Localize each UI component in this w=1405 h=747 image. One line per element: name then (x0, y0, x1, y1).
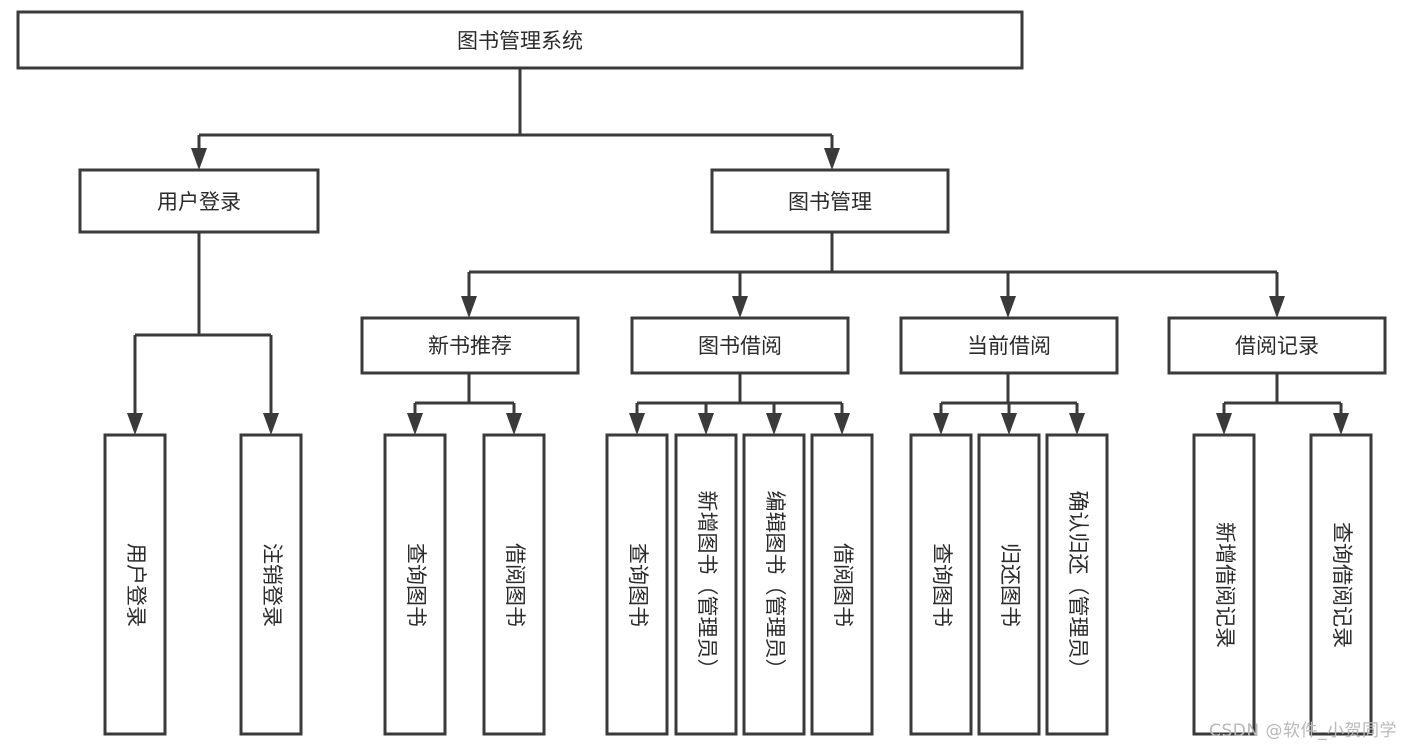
node-leaf-borrow-book-2-box[interactable] (810, 433, 874, 736)
node-leaf-query-book-2-label: 查询图书 (626, 543, 650, 627)
node-root-box[interactable] (16, 10, 1024, 70)
connector-userlogin-to-leaves (127, 232, 279, 435)
node-leaf-borrow-book-2[interactable]: 借阅图书 (810, 433, 874, 736)
node-borrow-record-label: 借阅记录 (1235, 334, 1319, 358)
node-leaf-edit-book-label: 编辑图书（管理员） (763, 491, 787, 680)
node-user-login-box[interactable] (78, 168, 320, 234)
node-current-borrow-label: 当前借阅 (967, 334, 1051, 358)
node-leaf-confirm-return-label: 确认归还（管理员） (1066, 491, 1090, 680)
node-leaf-add-book[interactable]: 新增图书（管理员） (674, 433, 738, 736)
node-leaf-return-book[interactable]: 归还图书 (977, 433, 1041, 736)
arrow-head-icon (1269, 296, 1285, 318)
node-new-book-rec-box[interactable] (360, 316, 580, 375)
arrow-head-icon (1000, 296, 1016, 318)
node-leaf-query-book-1-label: 查询图书 (404, 543, 428, 627)
arrow-head-icon (407, 413, 423, 435)
arrow-head-icon (732, 296, 748, 318)
node-leaf-borrow-book-1-label: 借阅图书 (503, 543, 527, 627)
arrow-head-icon (506, 413, 522, 435)
node-leaf-user-login-label: 用户登录 (124, 543, 148, 627)
node-leaf-confirm-return[interactable]: 确认归还（管理员） (1045, 433, 1109, 736)
node-book-borrow-label: 图书借阅 (698, 334, 782, 358)
node-leaf-return-book-label: 归还图书 (998, 543, 1022, 627)
node-book-manage-box[interactable] (710, 168, 950, 234)
arrow-head-icon (461, 296, 477, 318)
node-leaf-user-logout[interactable]: 注销登录 (239, 433, 303, 736)
node-leaf-query-record-label: 查询借阅记录 (1330, 522, 1354, 648)
node-current-borrow-box[interactable] (899, 316, 1119, 375)
arrow-head-icon (629, 413, 645, 435)
node-user-login-label: 用户登录 (157, 190, 241, 214)
node-book-manage-label: 图书管理 (788, 190, 872, 214)
arrow-head-icon (1001, 413, 1017, 435)
node-leaf-edit-book-box[interactable] (742, 433, 806, 736)
node-new-book-rec[interactable]: 新书推荐 (360, 316, 580, 375)
node-leaf-query-book-2-box[interactable] (605, 433, 669, 736)
arrow-head-icon (127, 413, 143, 435)
connector-bookmanage-to-level3 (461, 232, 1285, 318)
node-leaf-borrow-book-2-label: 借阅图书 (831, 543, 855, 627)
arrow-head-icon (1069, 413, 1085, 435)
node-leaf-user-logout-box[interactable] (239, 433, 303, 736)
node-leaf-query-record[interactable]: 查询借阅记录 (1309, 433, 1373, 736)
node-leaf-add-record-box[interactable] (1192, 433, 1256, 736)
node-user-login[interactable]: 用户登录 (78, 168, 320, 234)
arrow-head-icon (1333, 413, 1349, 435)
node-leaf-query-book-3-label: 查询图书 (930, 543, 954, 627)
arrow-head-icon (834, 413, 850, 435)
arrow-head-icon (1216, 413, 1232, 435)
node-leaf-borrow-book-1-box[interactable] (482, 433, 546, 736)
node-leaf-add-book-label: 新增图书（管理员） (695, 491, 719, 680)
connector-borrowrecord-to-leaves (1216, 373, 1349, 435)
node-leaf-query-book-2[interactable]: 查询图书 (605, 433, 669, 736)
node-leaf-query-record-box[interactable] (1309, 433, 1373, 736)
node-leaf-query-book-1[interactable]: 查询图书 (383, 433, 447, 736)
node-current-borrow[interactable]: 当前借阅 (899, 316, 1119, 375)
node-leaf-query-book-3-box[interactable] (909, 433, 973, 736)
node-leaf-user-logout-label: 注销登录 (260, 543, 284, 627)
connector-newbook-to-leaves (407, 373, 522, 435)
node-new-book-rec-label: 新书推荐 (428, 334, 512, 358)
connector-currentborrow-to-leaves (933, 373, 1085, 435)
node-borrow-record-box[interactable] (1167, 316, 1387, 375)
node-leaf-return-book-box[interactable] (977, 433, 1041, 736)
node-leaf-add-record-label: 新增借阅记录 (1213, 522, 1237, 648)
connector-bookborrow-to-leaves (629, 373, 850, 435)
node-leaf-user-login[interactable]: 用户登录 (103, 433, 167, 736)
arrow-head-icon (824, 148, 840, 170)
node-leaf-add-book-box[interactable] (674, 433, 738, 736)
node-leaf-borrow-book-1[interactable]: 借阅图书 (482, 433, 546, 736)
arrow-head-icon (933, 413, 949, 435)
node-leaf-edit-book[interactable]: 编辑图书（管理员） (742, 433, 806, 736)
node-leaf-query-book-1-box[interactable] (383, 433, 447, 736)
arrow-head-icon (263, 413, 279, 435)
connector-root-to-level2 (191, 68, 840, 170)
node-leaf-user-login-box[interactable] (103, 433, 167, 736)
arrow-head-icon (766, 413, 782, 435)
node-leaf-query-book-3[interactable]: 查询图书 (909, 433, 973, 736)
node-book-borrow[interactable]: 图书借阅 (630, 316, 850, 375)
node-root-label: 图书管理系统 (457, 29, 583, 53)
arrow-head-icon (698, 413, 714, 435)
arrow-head-icon (191, 148, 207, 170)
node-book-manage[interactable]: 图书管理 (710, 168, 950, 234)
node-leaf-confirm-return-box[interactable] (1045, 433, 1109, 736)
node-book-borrow-box[interactable] (630, 316, 850, 375)
node-leaf-add-record[interactable]: 新增借阅记录 (1192, 433, 1256, 736)
node-root[interactable]: 图书管理系统 (16, 10, 1024, 70)
node-borrow-record[interactable]: 借阅记录 (1167, 316, 1387, 375)
